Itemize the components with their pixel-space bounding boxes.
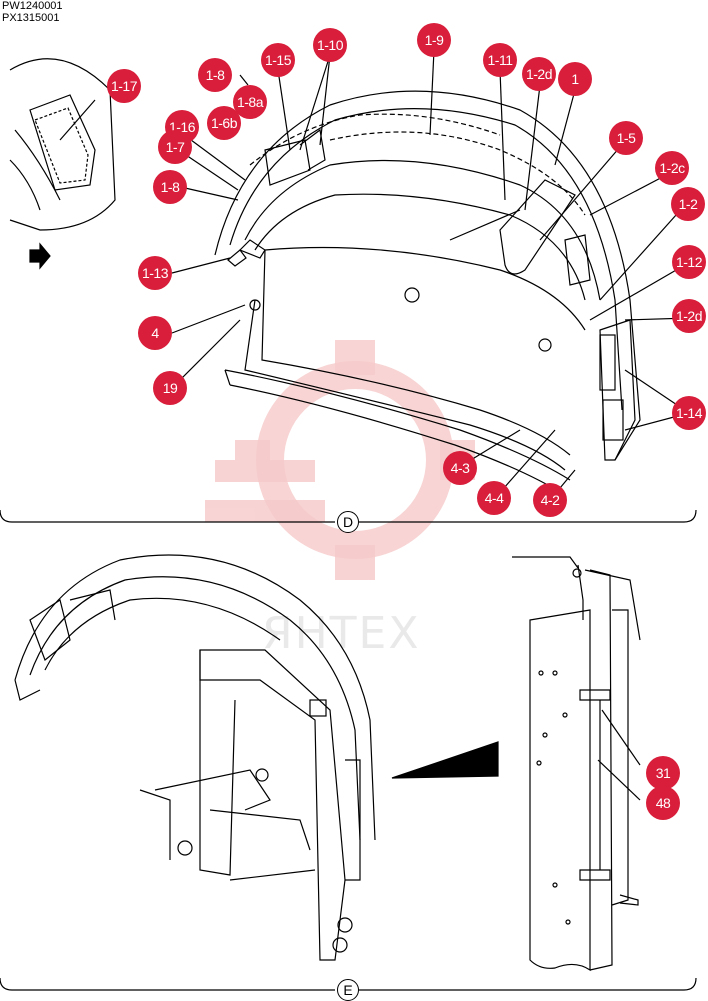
callout-1-9[interactable]: 1-9	[417, 23, 451, 57]
callout-1-7[interactable]: 1-7	[158, 130, 192, 164]
callout-1-5[interactable]: 1-5	[609, 121, 643, 155]
callout-1-12[interactable]: 1-12	[672, 245, 706, 279]
view-arrow-icon	[29, 242, 51, 270]
callout-4[interactable]: 4	[138, 316, 172, 350]
part-codes: PW1240001 PX1315001	[2, 0, 63, 24]
view-label-d: D	[337, 511, 359, 533]
callout-4-2[interactable]: 4-2	[533, 483, 567, 517]
part-code-1: PW1240001	[2, 0, 63, 12]
callout-1-10[interactable]: 1-10	[313, 28, 347, 62]
callout-1[interactable]: 1	[558, 62, 592, 96]
callout-48[interactable]: 48	[646, 786, 680, 820]
callout-1-15[interactable]: 1-15	[261, 43, 295, 77]
callout-1-8-top[interactable]: 1-8	[198, 58, 232, 92]
part-code-2: PX1315001	[2, 12, 60, 24]
callout-1-14[interactable]: 1-14	[672, 396, 706, 430]
callout-1-2d-right[interactable]: 1-2d	[672, 299, 706, 333]
callout-1-8a[interactable]: 1-8a	[233, 85, 267, 119]
callout-1-11[interactable]: 1-11	[483, 43, 517, 77]
callout-19[interactable]: 19	[153, 371, 187, 405]
callout-31[interactable]: 31	[646, 756, 680, 790]
callout-1-2[interactable]: 1-2	[671, 187, 705, 221]
callout-1-8-mid[interactable]: 1-8	[153, 170, 187, 204]
callout-1-6b[interactable]: 1-6b	[207, 106, 241, 140]
callout-4-3[interactable]: 4-3	[443, 451, 477, 485]
callout-1-17[interactable]: 1-17	[107, 69, 141, 103]
callout-4-4[interactable]: 4-4	[477, 481, 511, 515]
callout-1-13[interactable]: 1-13	[138, 256, 172, 290]
callout-1-2d-top[interactable]: 1-2d	[522, 57, 556, 91]
watermark-text: ЯНТЕХ	[262, 608, 421, 659]
callout-1-2c[interactable]: 1-2c	[655, 151, 689, 185]
view-label-e: E	[337, 979, 359, 1001]
